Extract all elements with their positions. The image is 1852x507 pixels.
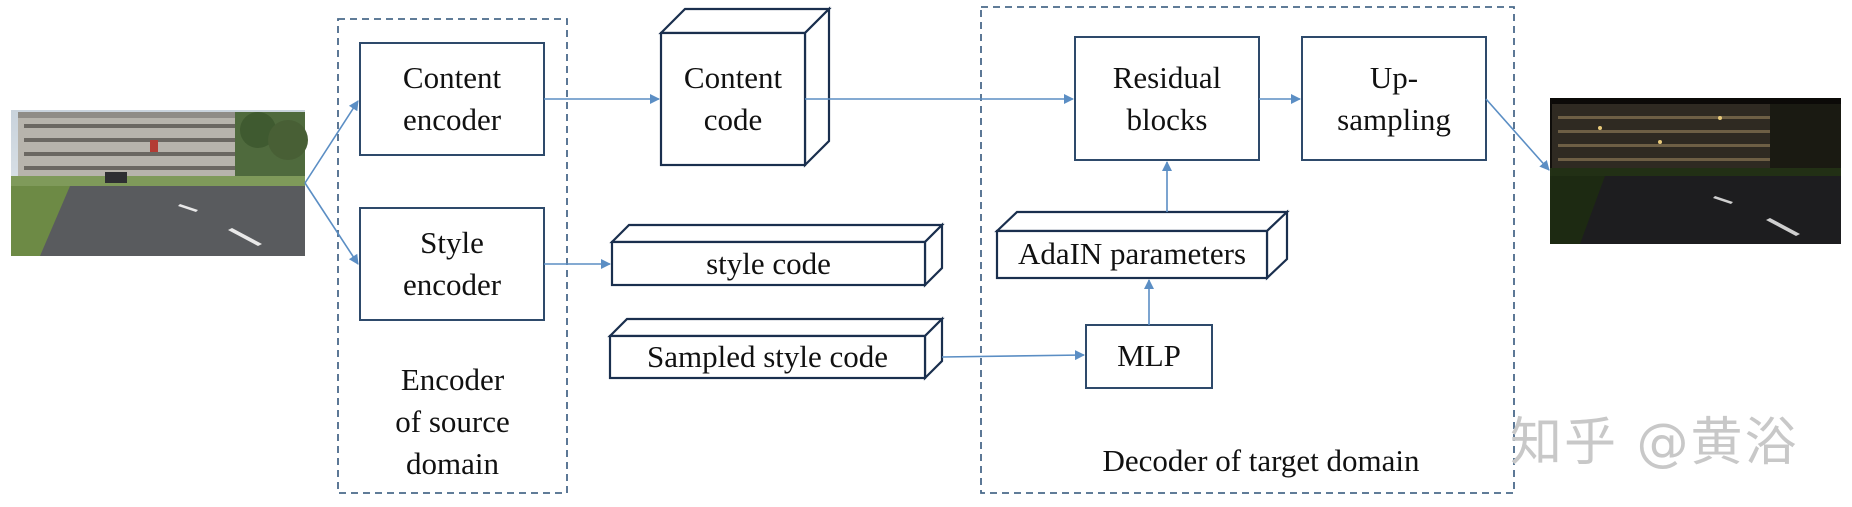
- style-code-bar: [609, 222, 945, 288]
- mlp-box: [1085, 324, 1213, 389]
- sampled-style-code-label: Sampled style code: [646, 339, 889, 374]
- output-street-image: [1550, 98, 1841, 244]
- decoder-group-box: [980, 6, 1515, 494]
- arrow-image-to-content-encoder: [304, 100, 359, 184]
- adain-parameters-label: AdaIN parameters: [1017, 236, 1247, 271]
- decoder-group-caption: Decoder of target domain: [1102, 443, 1420, 478]
- mlp-label: MLP: [1117, 338, 1181, 373]
- adain-parameters-bar: [994, 209, 1290, 281]
- style-code-label: style code: [706, 246, 831, 281]
- content-code-label: Content code: [683, 60, 783, 137]
- arrow-sampled-style-code-to-mlp: [941, 350, 1085, 361]
- content-code-cube: [658, 6, 832, 168]
- input-street-image: [11, 110, 308, 256]
- encoder-group-caption: Encoder of source domain: [395, 362, 510, 481]
- style-encoder-box: [359, 207, 545, 321]
- arrow-upsampling-to-output-image: [1485, 98, 1550, 171]
- encoder-group-box: [337, 18, 568, 494]
- arrow-image-to-style-encoder: [304, 182, 359, 265]
- sampled-style-code-bar: [607, 316, 945, 381]
- watermark: 知乎 @黄浴: [1510, 413, 1799, 473]
- residual-blocks-box: [1074, 36, 1260, 161]
- residual-blocks-label: Residual blocks: [1112, 60, 1222, 137]
- upsampling-label: Up- sampling: [1337, 60, 1451, 137]
- style-encoder-label: Style encoder: [402, 225, 502, 302]
- upsampling-box: [1301, 36, 1487, 161]
- content-encoder-label: Content encoder: [402, 60, 502, 137]
